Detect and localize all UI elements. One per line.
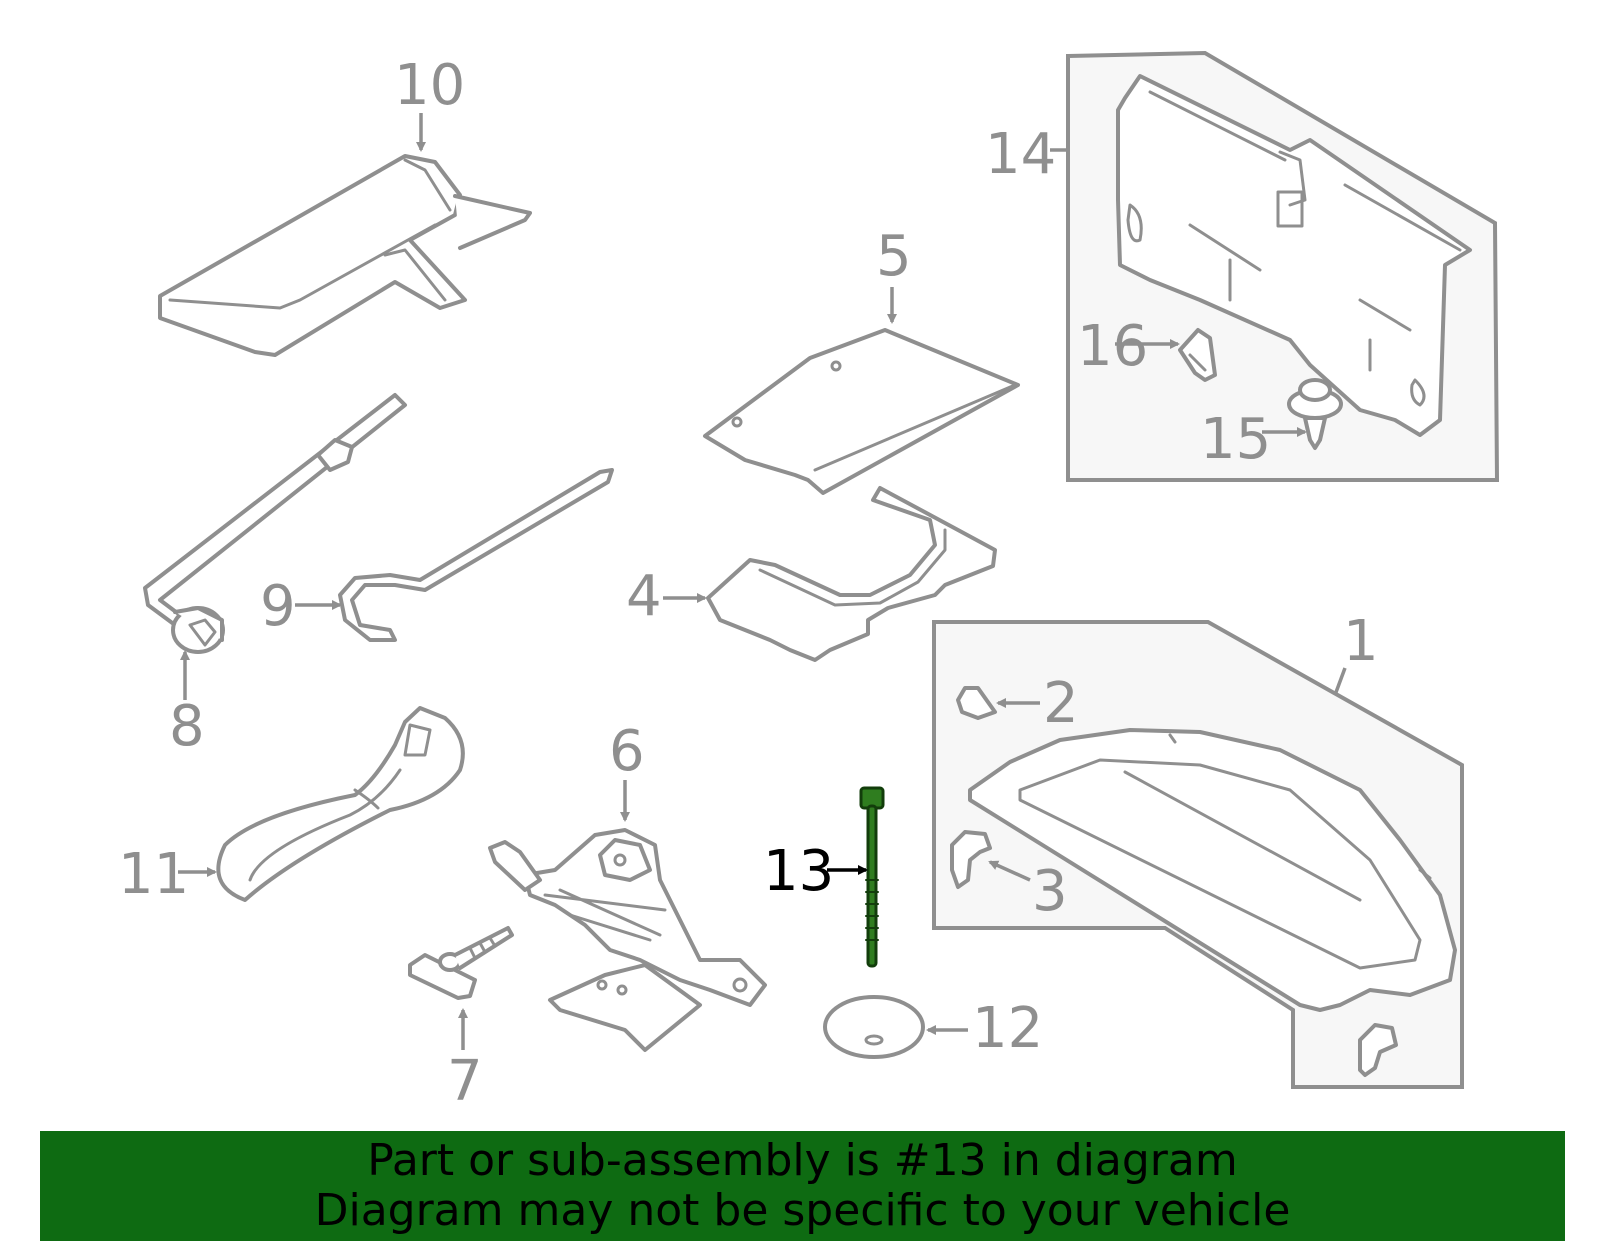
part-8-lug-wrench[interactable] [143,393,407,654]
callout-7: 7 [447,1049,483,1114]
info-banner: Part or sub-assembly is #13 in diagram D… [40,1131,1565,1241]
callout-13: 13 [763,839,834,904]
part-4-storage-tray[interactable] [706,486,997,662]
callout-11: 11 [118,842,189,907]
banner-line-part-number: Part or sub-assembly is #13 in diagram [367,1135,1238,1186]
arrow-1 [1333,667,1347,696]
callout-2: 2 [1043,671,1079,736]
arrow-3 [988,860,1031,882]
callout-12: 12 [972,996,1043,1061]
callout-15: 15 [1200,407,1271,472]
callout-3: 3 [1032,859,1068,924]
leader-arrows [178,113,1347,1050]
part-6-scissor-jack[interactable] [488,828,767,1052]
callout-10: 10 [394,53,465,118]
part-10-tool-bag[interactable] [158,154,532,357]
part-11-strap[interactable] [216,706,465,902]
callout-1: 1 [1343,609,1379,674]
callout-16: 16 [1077,314,1148,379]
part-5-floor-panel[interactable] [703,328,1020,495]
part-13-bolt-highlighted[interactable] [859,786,885,968]
callout-labels: 1 2 3 4 5 6 7 8 9 10 11 12 13 14 15 16 [118,53,1379,1114]
part-9-jack-handle[interactable] [338,468,614,642]
callout-14: 14 [985,122,1056,187]
callout-8: 8 [169,694,205,759]
part-15-push-retainer[interactable] [1287,378,1343,450]
callout-5: 5 [876,224,912,289]
part-3-bracket[interactable] [950,830,1398,1077]
part-7-hold-down-bolt[interactable] [408,926,514,1000]
part-14-trunk-trim-box[interactable] [1066,50,1500,482]
callout-4: 4 [626,564,662,629]
callout-6: 6 [609,719,645,784]
part-16-clip[interactable] [1178,328,1217,382]
part-12-pad[interactable] [823,995,925,1059]
banner-line-disclaimer: Diagram may not be specific to your vehi… [314,1185,1291,1236]
part-2-cap[interactable] [956,686,997,720]
callout-9: 9 [260,574,296,639]
part-1-package-tray-box[interactable] [932,620,1464,1089]
